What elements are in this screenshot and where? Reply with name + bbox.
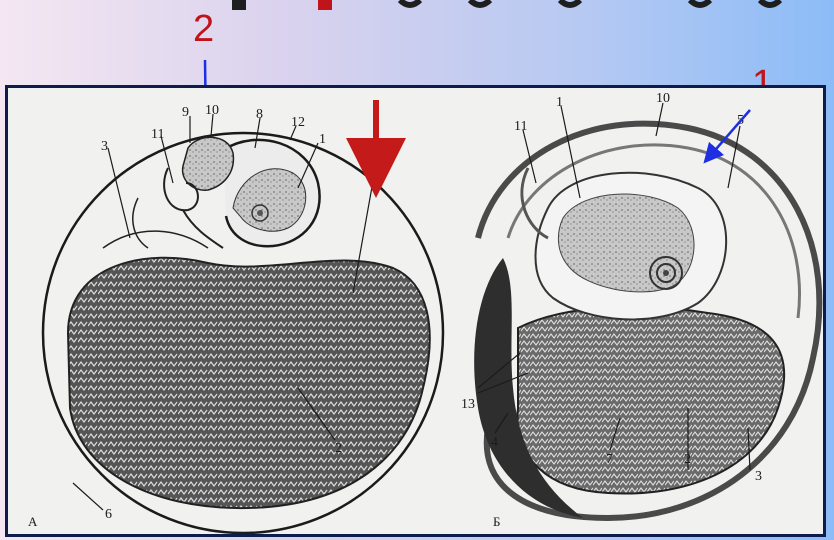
svg-text:10: 10 — [656, 91, 670, 106]
svg-text:11: 11 — [514, 119, 527, 134]
svg-text:13: 13 — [461, 397, 475, 412]
svg-text:9: 9 — [182, 105, 189, 120]
svg-text:11: 11 — [151, 127, 164, 142]
title-remnant — [0, 0, 834, 10]
svg-text:12: 12 — [291, 115, 305, 130]
figure-a: 3 11 9 10 8 12 1 7 2 6 А — [28, 100, 443, 533]
title-glyph-fragment — [232, 0, 246, 10]
figure-a-yolk-sac — [68, 258, 430, 508]
embryo-figure-panel: 3 11 9 10 8 12 1 7 2 6 А — [5, 85, 826, 537]
title-glyph-fragments — [400, 0, 780, 5]
figure-a-panel-letter: А — [28, 514, 38, 529]
figure-b-panel-letter: Б — [493, 514, 500, 529]
svg-text:2: 2 — [684, 452, 691, 467]
svg-text:2: 2 — [335, 441, 342, 456]
figure-b: 11 1 10 5 13 4 7 2 3 Б — [461, 91, 819, 529]
svg-text:6: 6 — [105, 507, 112, 522]
svg-text:8: 8 — [256, 107, 263, 122]
svg-text:10: 10 — [205, 103, 219, 118]
title-red-fragment — [318, 0, 332, 10]
svg-text:3: 3 — [101, 139, 108, 154]
svg-text:3: 3 — [755, 469, 762, 484]
svg-text:1: 1 — [556, 95, 563, 110]
svg-text:7: 7 — [606, 452, 613, 467]
figure-b-yolk-sac — [518, 307, 785, 494]
svg-text:1: 1 — [319, 132, 326, 147]
svg-text:4: 4 — [491, 435, 498, 450]
callout-label-2: 2 — [193, 10, 214, 48]
